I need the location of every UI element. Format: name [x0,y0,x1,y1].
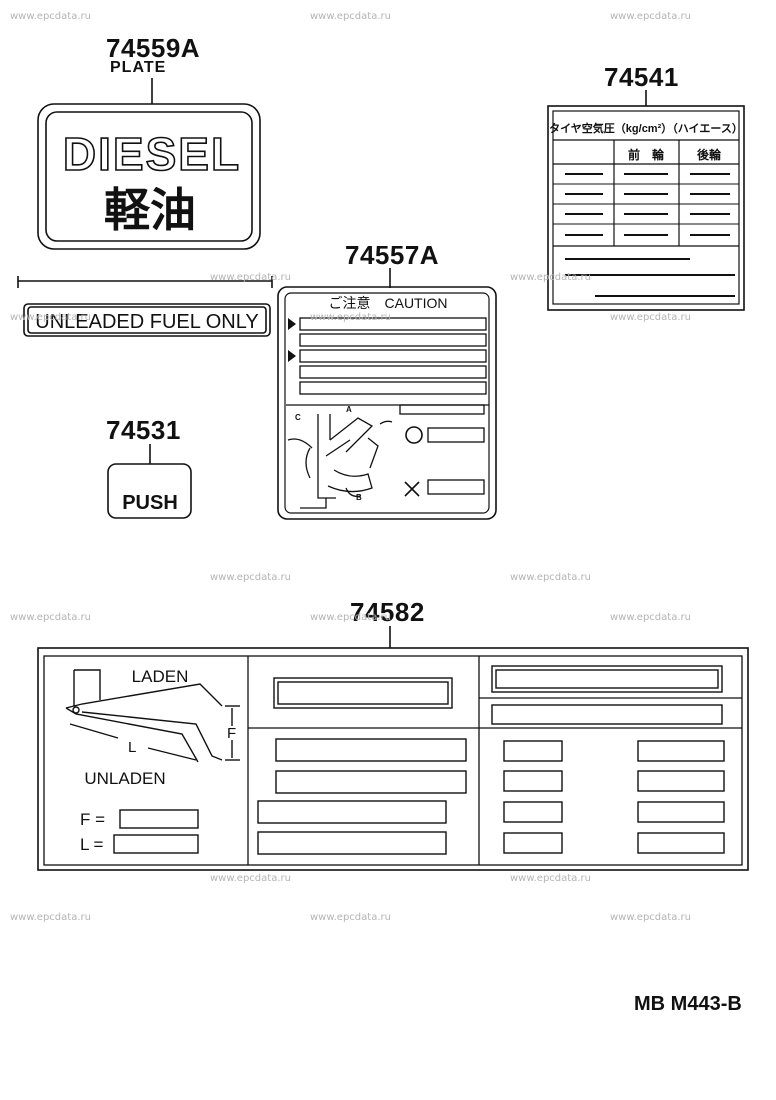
part-number-74557a: 74557A [345,240,440,270]
tire-title: タイヤ空気圧（kg/cm²）（ハイエース） [549,121,743,135]
ok-circle-icon [405,426,423,444]
part-number-74541: 74541 [604,62,679,92]
tire-label-outer [547,105,745,311]
load-label-outer [37,647,749,871]
diesel-text: DIESEL [63,128,241,180]
fuel-nozzle-illustration [287,414,393,509]
watermark: www.epcdata.ru [10,11,91,22]
caution-bullet-icon [288,350,296,362]
watermark: www.epcdata.ru [210,873,291,884]
caution-label-outer [277,286,497,520]
watermark: www.epcdata.ru [610,11,691,22]
watermark: www.epcdata.ru [510,873,591,884]
tire-value-dashes [565,173,735,297]
push-text: PUSH [122,492,178,514]
caution-text-lines [299,317,487,495]
watermark: www.epcdata.ru [310,312,391,323]
nozzle-label-b: B [356,493,362,502]
vehicle-load-illustration [65,669,240,763]
l-marker: L [128,739,136,756]
load-text-boxes [113,665,725,855]
watermark: www.epcdata.ru [610,612,691,623]
watermark: www.epcdata.ru [310,11,391,22]
watermark: www.epcdata.ru [10,312,91,323]
tire-col-rear: 後輪 [697,147,722,162]
push-label-outer [107,463,192,519]
watermark: www.epcdata.ru [610,912,691,923]
part-number-74582: 74582 [350,597,425,627]
nozzle-label-a: A [346,405,352,414]
keiyu-text: 軽油 [104,184,196,236]
watermark: www.epcdata.ru [610,312,691,323]
watermark: www.epcdata.ru [310,612,391,623]
watermark: www.epcdata.ru [510,272,591,283]
unladen-text: UNLADEN [84,769,165,788]
watermark: www.epcdata.ru [510,572,591,583]
caution-header: ご注意 CAUTION [329,295,448,311]
part-number-74559a: 74559A [106,33,201,63]
unleaded-label-outer [23,303,271,337]
diagram-code: MB M443-B [634,993,742,1015]
unleaded-text: UNLEADED FUEL ONLY [35,311,258,333]
diesel-plate-outer [37,103,261,250]
watermark: www.epcdata.ru [310,912,391,923]
plate-caption: PLATE [110,59,167,76]
f-equals-label: F = [80,810,105,829]
unleaded-label-inner [27,306,267,334]
watermark: www.epcdata.ru [210,572,291,583]
f-marker: F [227,725,236,742]
laden-text: LADEN [132,667,189,686]
watermark: www.epcdata.ru [210,272,291,283]
tire-col-front: 前 輪 [628,147,665,162]
watermark: www.epcdata.ru [10,612,91,623]
l-equals-label: L = [80,835,104,854]
diesel-plate-inner [45,111,253,242]
part-number-74531: 74531 [106,415,181,445]
nozzle-label-c: C [295,413,301,422]
caution-bullet-icon [288,318,296,330]
watermark: www.epcdata.ru [10,912,91,923]
